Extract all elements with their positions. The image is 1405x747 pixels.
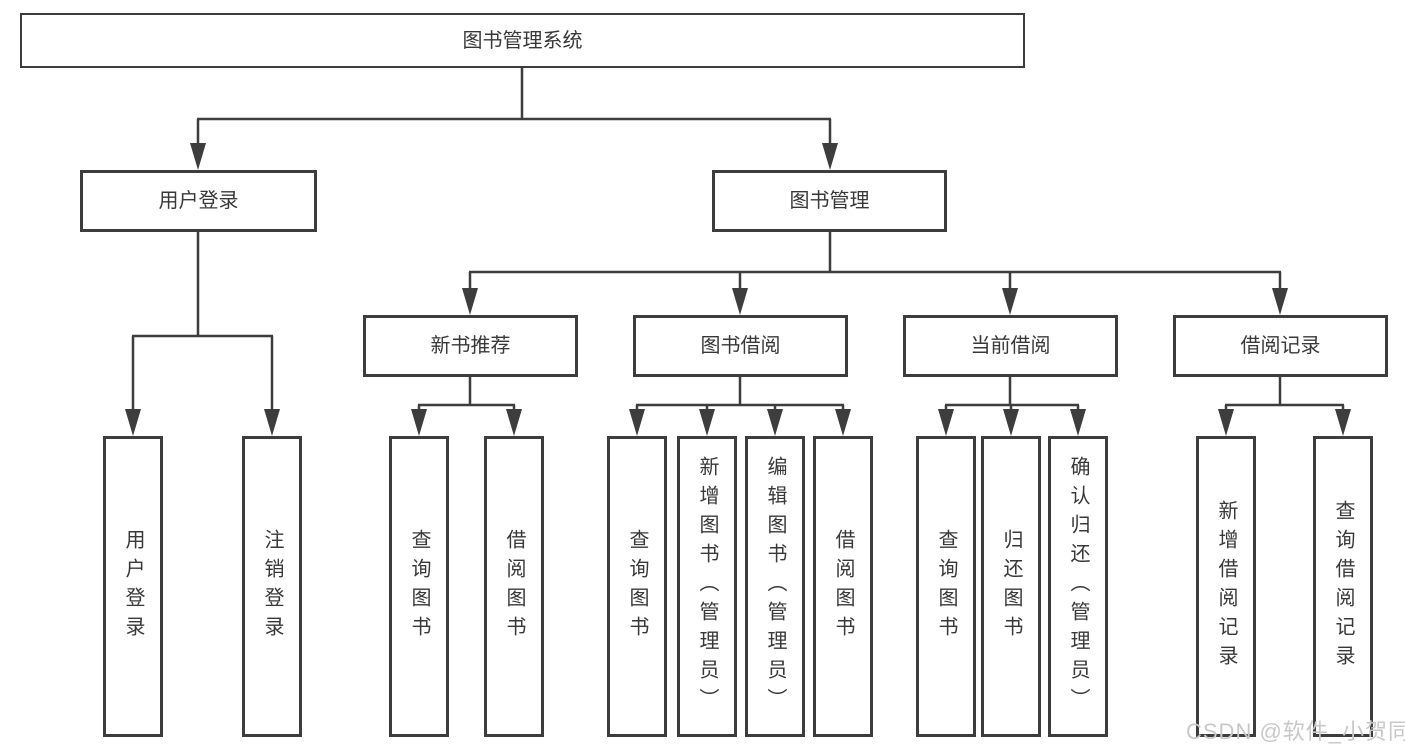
leaf-label: 用户登录 <box>122 528 144 645</box>
node-borrowing-records: 借阅记录 <box>1173 315 1388 377</box>
leaf-label: 注销登录 <box>261 528 283 645</box>
leaf-label: 归还图书 <box>1000 528 1022 645</box>
leaf-label: 借阅图书 <box>503 528 525 645</box>
leaf-label: 编辑图书（管理员） <box>764 456 786 717</box>
arrowhead-icon <box>506 409 522 436</box>
leaf-confirm-return-admin: 确认归还（管理员） <box>1048 436 1108 737</box>
leaf-borrow-books: 借阅图书 <box>813 436 873 737</box>
arrowhead-icon <box>411 409 427 436</box>
leaf-label: 借阅图书 <box>832 528 854 645</box>
arrowhead-icon <box>699 409 715 436</box>
arrowhead-icon <box>264 409 280 436</box>
leaf-logout: 注销登录 <box>242 436 302 737</box>
node-label: 图书管理 <box>789 190 870 212</box>
node-label: 借阅记录 <box>1240 335 1321 357</box>
arrowhead-icon <box>767 409 783 436</box>
arrowhead-icon <box>1070 409 1086 436</box>
leaf-label: 确认归还（管理员） <box>1067 456 1089 717</box>
leaf-query-books-recommend: 查询图书 <box>389 436 449 737</box>
node-label: 用户登录 <box>158 190 239 212</box>
leaf-edit-books-admin: 编辑图书（管理员） <box>745 436 805 737</box>
leaf-label: 查询图书 <box>935 528 957 645</box>
leaf-query-books-borrowing: 查询图书 <box>607 436 667 737</box>
arrowhead-icon <box>629 409 645 436</box>
leaf-label: 新增图书（管理员） <box>696 456 718 717</box>
leaf-label: 查询图书 <box>408 528 430 645</box>
node-user-login: 用户登录 <box>80 170 317 232</box>
arrowhead-icon <box>125 409 141 436</box>
node-label: 当前借阅 <box>970 335 1051 357</box>
leaf-label: 查询借阅记录 <box>1332 499 1354 674</box>
leaf-query-borrow-record: 查询借阅记录 <box>1313 436 1373 737</box>
node-current-borrowing: 当前借阅 <box>903 315 1118 377</box>
leaf-user-login: 用户登录 <box>103 436 163 737</box>
node-book-management: 图书管理 <box>712 170 947 232</box>
arrowhead-icon <box>1002 288 1018 315</box>
arrowhead-icon <box>822 143 838 170</box>
node-book-borrowing: 图书借阅 <box>633 315 848 377</box>
node-label: 图书借阅 <box>700 335 781 357</box>
leaf-add-borrow-record: 新增借阅记录 <box>1196 436 1256 737</box>
leaf-label: 查询图书 <box>626 528 648 645</box>
node-label: 新书推荐 <box>430 335 511 357</box>
arrowhead-icon <box>190 143 206 170</box>
arrowhead-icon <box>732 288 748 315</box>
node-root-label: 图书管理系统 <box>462 29 583 52</box>
node-root: 图书管理系统 <box>20 13 1025 68</box>
csdn-watermark: CSDN @软件_小贺同学 <box>1186 719 1405 744</box>
arrowhead-icon <box>462 288 478 315</box>
leaf-return-books: 归还图书 <box>981 436 1041 737</box>
arrowhead-icon <box>938 409 954 436</box>
arrowhead-icon <box>1218 409 1234 436</box>
node-new-book-recommend: 新书推荐 <box>363 315 578 377</box>
leaf-borrow-books-recommend: 借阅图书 <box>484 436 544 737</box>
arrowhead-icon <box>835 409 851 436</box>
leaf-label: 新增借阅记录 <box>1215 499 1237 674</box>
leaf-add-books-admin: 新增图书（管理员） <box>677 436 737 737</box>
leaf-query-books-current: 查询图书 <box>916 436 976 737</box>
arrowhead-icon <box>1335 409 1351 436</box>
arrowhead-icon <box>1003 409 1019 436</box>
arrowhead-icon <box>1272 288 1288 315</box>
